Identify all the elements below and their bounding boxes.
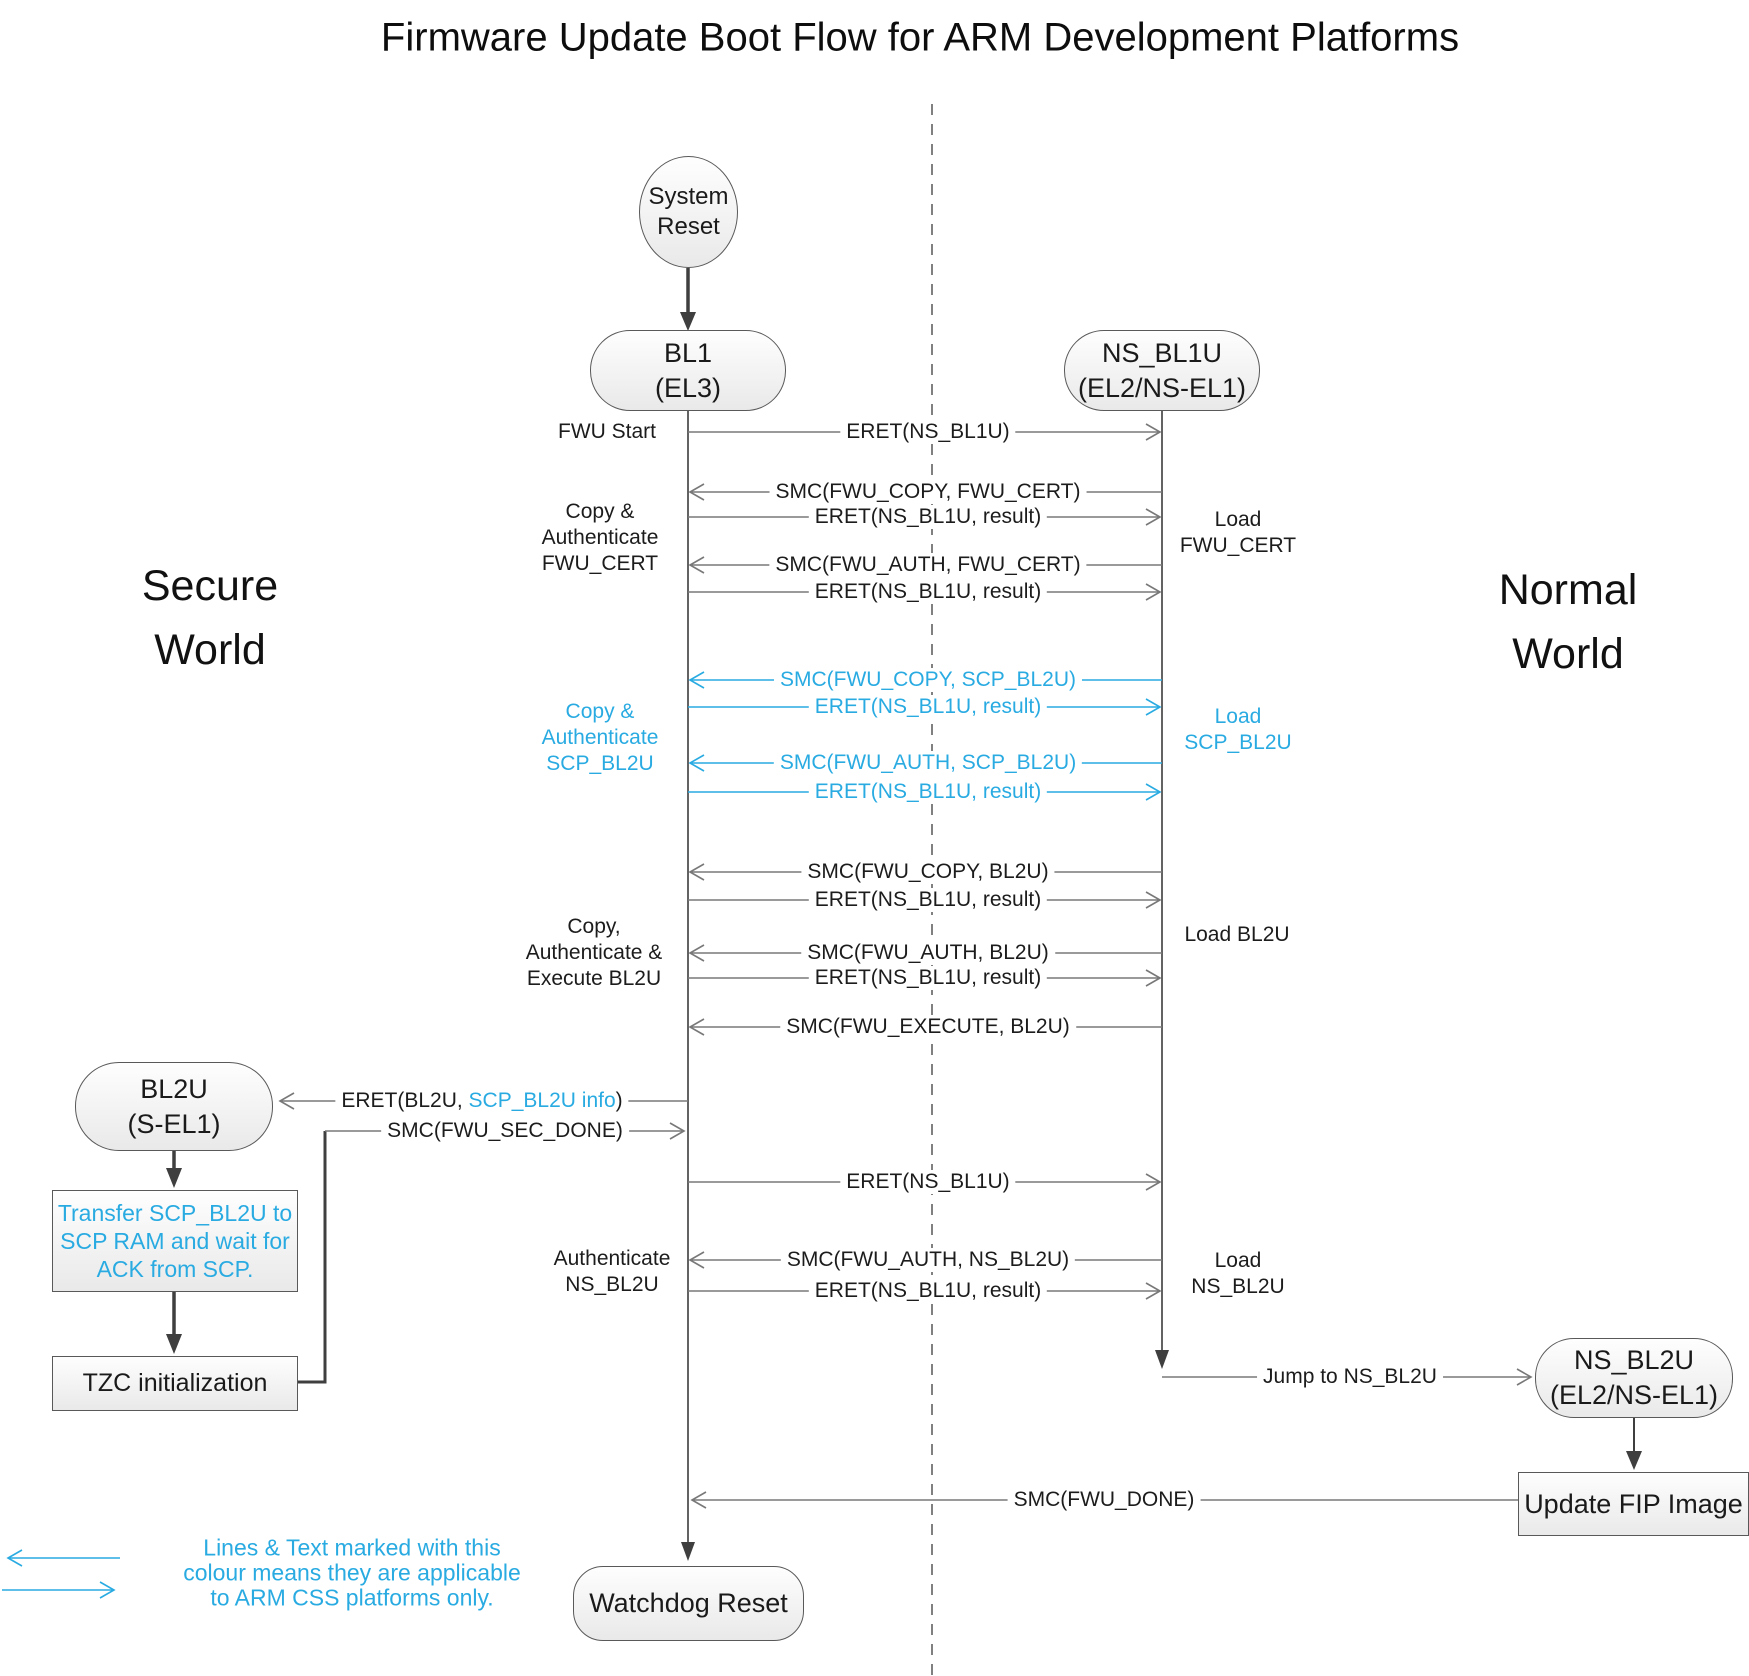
- arrow-head-transfer-to-tzc: [166, 1334, 182, 1354]
- node-watchdog-reset: Watchdog Reset: [573, 1566, 804, 1641]
- msg-label: ERET(NS_BL1U, result): [808, 580, 1048, 604]
- side-label-copy-auth-scp-bl2u: Copy & Authenticate SCP_BL2U: [541, 700, 659, 775]
- node-transfer-scp-bl2u: Transfer SCP_BL2U to SCP RAM and wait fo…: [52, 1190, 298, 1292]
- msg-label: ERET(NS_BL1U, result): [808, 505, 1048, 529]
- side-label-load-scp-bl2u: Load SCP_BL2U: [1184, 705, 1292, 754]
- msg-label-eret-bl2u: ERET(BL2U, SCP_BL2U info): [335, 1089, 629, 1113]
- node-update-fip-image: Update FIP Image: [1518, 1472, 1749, 1536]
- msg-label: ERET(NS_BL1U): [840, 420, 1016, 444]
- msg-label-part: ): [615, 1089, 623, 1112]
- msg-label: ERET(NS_BL1U, result): [808, 966, 1048, 990]
- msg-label: ERET(NS_BL1U, result): [808, 888, 1048, 912]
- arrow-head-nsbl2u-to-fip: [1626, 1451, 1642, 1470]
- msg-label: SMC(FWU_AUTH, FWU_CERT): [769, 553, 1087, 577]
- page-title: Firmware Update Boot Flow for ARM Develo…: [380, 15, 1460, 60]
- side-label-copy-auth-exec-bl2u: Copy, Authenticate & Execute BL2U: [525, 915, 663, 990]
- node-tzc-initialization: TZC initialization: [52, 1356, 298, 1411]
- msg-label: SMC(FWU_AUTH, SCP_BL2U): [773, 751, 1083, 775]
- msg-label: SMC(FWU_AUTH, BL2U): [801, 941, 1055, 965]
- msg-label-part: ERET(BL2U,: [341, 1089, 469, 1112]
- arrow-head-system-reset-to-bl1: [680, 312, 696, 331]
- side-label-load-fwu-cert: Load FWU_CERT: [1179, 508, 1297, 557]
- side-label-auth-ns-bl2u: Authenticate NS_BL2U: [553, 1247, 671, 1296]
- node-bl1: BL1(EL3): [590, 330, 786, 411]
- arrow-head-ns-lifeline-end: [1155, 1350, 1169, 1369]
- side-label-fwu-start: FWU Start: [558, 420, 656, 443]
- node-ns-bl2u: NS_BL2U(EL2/NS-EL1): [1535, 1338, 1733, 1418]
- msg-label: SMC(FWU_COPY, FWU_CERT): [769, 480, 1087, 504]
- msg-label-part-highlight: SCP_BL2U info: [468, 1089, 616, 1112]
- arrow-head-bl2u-to-transfer: [166, 1168, 182, 1188]
- msg-label: Jump to NS_BL2U: [1257, 1365, 1443, 1389]
- node-bl2u: BL2U(S-EL1): [75, 1062, 273, 1151]
- msg-label: ERET(NS_BL1U, result): [808, 695, 1048, 719]
- side-label-copy-auth-fwu-cert: Copy & Authenticate FWU_CERT: [541, 500, 659, 575]
- msg-label: SMC(FWU_SEC_DONE): [381, 1119, 629, 1143]
- msg-label: ERET(NS_BL1U, result): [808, 780, 1048, 804]
- msg-label: SMC(FWU_AUTH, NS_BL2U): [780, 1248, 1076, 1272]
- side-label-load-bl2u: Load BL2U: [1184, 923, 1290, 946]
- legend-note: Lines & Text marked with this colour mea…: [183, 1534, 521, 1611]
- msg-label: SMC(FWU_DONE): [1007, 1488, 1201, 1512]
- arrow-head-bl1-to-watchdog: [681, 1542, 695, 1561]
- msg-label: SMC(FWU_EXECUTE, BL2U): [780, 1015, 1076, 1039]
- msg-label: SMC(FWU_COPY, BL2U): [801, 860, 1055, 884]
- side-label-load-ns-bl2u: Load NS_BL2U: [1191, 1249, 1285, 1298]
- msg-label: SMC(FWU_COPY, SCP_BL2U): [773, 668, 1083, 692]
- msg-label: ERET(NS_BL1U): [840, 1170, 1016, 1194]
- node-ns-bl1u: NS_BL1U(EL2/NS-EL1): [1064, 330, 1260, 411]
- tzc-return-elbow: [298, 1131, 327, 1384]
- msg-label: ERET(NS_BL1U, result): [808, 1279, 1048, 1303]
